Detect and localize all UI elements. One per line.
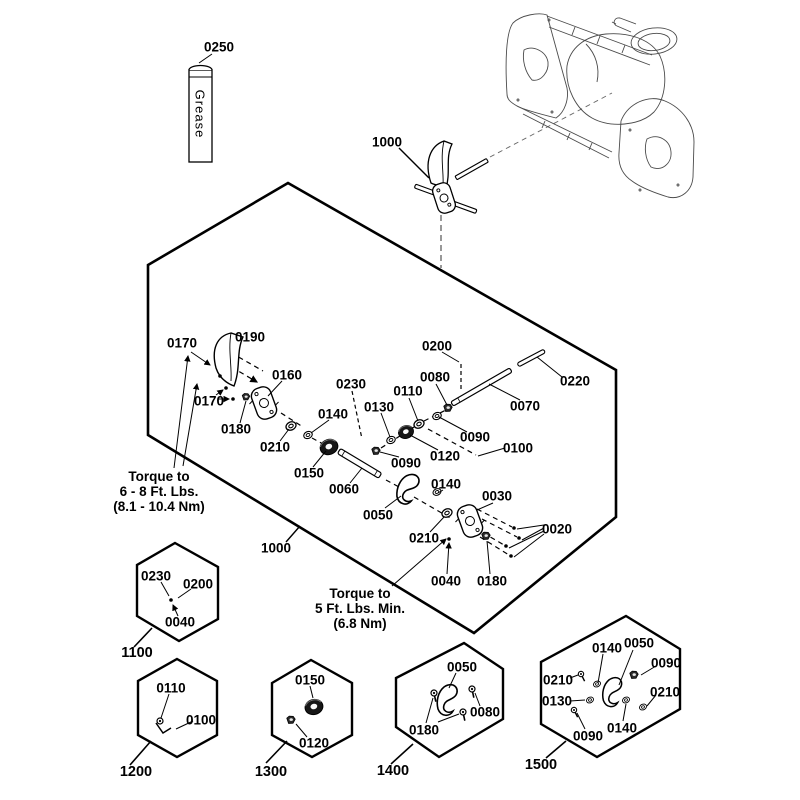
callout-1000-main: 1000 xyxy=(260,540,292,556)
callout-0140-a: 0140 xyxy=(317,406,349,422)
torque-note-left-line2: 6 - 8 Ft. Lbs. xyxy=(119,484,199,499)
torque-note-left-line1: Torque to xyxy=(128,469,190,484)
auger-assembly-icon xyxy=(414,140,489,268)
callout-0100: 0100 xyxy=(502,440,534,456)
callout-0050: 0050 xyxy=(362,507,394,523)
detail-view-1100-border xyxy=(135,541,220,643)
callout-1400-0080: 0080 xyxy=(469,704,501,720)
callout-0090-a: 0090 xyxy=(390,455,422,471)
pin-0220 xyxy=(517,349,546,367)
detail-view-label-1500: 1500 xyxy=(524,757,558,773)
grease-tube-label: Grease xyxy=(192,89,208,139)
callout-1100-0040: 0040 xyxy=(164,614,196,630)
callout-1400-0180: 0180 xyxy=(408,722,440,738)
gearbox-flange-0030 xyxy=(455,504,485,538)
callout-0170-a: 0170 xyxy=(166,335,198,351)
callout-0160: 0160 xyxy=(271,367,303,383)
detail-view-parts xyxy=(155,598,648,735)
callout-0120: 0120 xyxy=(429,448,461,464)
callout-0070: 0070 xyxy=(509,398,541,414)
detail-view-label-1200: 1200 xyxy=(119,764,153,780)
callout-1100-0230: 0230 xyxy=(140,568,172,584)
callout-0080: 0080 xyxy=(419,369,451,385)
detail-view-borders xyxy=(135,541,682,759)
callout-0090-b: 0090 xyxy=(459,429,491,445)
callout-1500-0140-a: 0140 xyxy=(591,640,623,656)
callout-0150: 0150 xyxy=(293,465,325,481)
callout-1500-0050: 0050 xyxy=(623,635,655,651)
callout-0180-b: 0180 xyxy=(476,573,508,589)
callout-1500-0210-b: 0210 xyxy=(649,684,681,700)
main-view-parts xyxy=(213,332,546,558)
callout-0060: 0060 xyxy=(328,481,360,497)
screw-0040 xyxy=(447,537,451,541)
torque-note-left-line3: (8.1 - 10.4 Nm) xyxy=(113,499,205,514)
auger-blade-0190 xyxy=(213,332,244,387)
torque-note-left: Torque to 6 - 8 Ft. Lbs. (8.1 - 10.4 Nm) xyxy=(113,469,205,514)
clip-0050 xyxy=(394,471,421,507)
detail-view-1300-border xyxy=(270,658,354,759)
washer-0210-2 xyxy=(439,506,455,520)
callout-0030: 0030 xyxy=(481,488,513,504)
nut-0090 xyxy=(371,446,381,455)
callout-1300-0120: 0120 xyxy=(298,735,330,751)
assembly-axis-lines xyxy=(215,347,518,556)
detail-view-1400-border xyxy=(394,641,505,759)
callout-0110: 0110 xyxy=(393,383,423,399)
torque-note-bottom: Torque to 5 Ft. Lbs. Min. (6.8 Nm) xyxy=(315,586,405,631)
washer-0130 xyxy=(385,434,397,446)
bearing-0150 xyxy=(317,436,341,458)
grease-tube-icon xyxy=(188,64,213,163)
callout-1400-0050: 0050 xyxy=(446,659,478,675)
detail-view-label-1400: 1400 xyxy=(376,763,410,779)
screw-0170-b xyxy=(231,397,235,401)
torque-note-bottom-line2: 5 Ft. Lbs. Min. xyxy=(315,601,405,616)
screw-0180 xyxy=(241,393,251,401)
callout-0180-a: 0180 xyxy=(220,421,252,437)
detail-view-1200-border xyxy=(136,657,219,759)
callout-0020: 0020 xyxy=(541,521,573,537)
shaft-0060 xyxy=(337,448,382,479)
leader-lines xyxy=(129,53,657,766)
callout-0040: 0040 xyxy=(430,573,462,589)
callout-1500-0090-a: 0090 xyxy=(650,655,682,671)
callout-1300-0150: 0150 xyxy=(294,672,326,688)
callout-1500-0210-a: 0210 xyxy=(542,672,574,688)
detail-view-1500-border xyxy=(539,614,682,759)
callout-0220: 0220 xyxy=(559,373,591,389)
torque-note-bottom-line3: (6.8 Nm) xyxy=(333,616,387,631)
callout-0230: 0230 xyxy=(335,376,367,392)
detail-view-label-1300: 1300 xyxy=(254,764,288,780)
nut-0180-2 xyxy=(481,531,491,540)
main-view-border xyxy=(146,181,618,635)
callout-0210-b: 0210 xyxy=(408,530,440,546)
washer-0210 xyxy=(283,419,299,433)
callout-0130: 0130 xyxy=(363,399,395,415)
callout-1500-0140-b: 0140 xyxy=(606,720,638,736)
shaft-0070 xyxy=(450,367,513,407)
detail-view-label-1100: 1100 xyxy=(121,645,153,661)
callout-1500-0130: 0130 xyxy=(541,693,573,709)
washer-0110 xyxy=(411,417,427,431)
callout-1000-top: 1000 xyxy=(371,134,403,150)
callout-0170-b: 0170 xyxy=(193,393,225,409)
callout-1500-0090-b: 0090 xyxy=(572,728,604,744)
screw-0170-a xyxy=(224,386,228,390)
callout-1200-0100: 0100 xyxy=(185,712,217,728)
callout-1200-0110: 0110 xyxy=(156,680,186,696)
callout-0200: 0200 xyxy=(421,338,453,354)
callout-0250: 0250 xyxy=(203,39,235,55)
nut-0080 xyxy=(443,403,453,412)
callout-0210-a: 0210 xyxy=(259,439,291,455)
callout-0190: 0190 xyxy=(234,329,266,345)
callout-0140-b: 0140 xyxy=(430,476,462,492)
torque-note-bottom-line1: Torque to xyxy=(329,586,391,601)
callout-1100-0200: 0200 xyxy=(182,576,214,592)
bearing-housing-0160 xyxy=(249,386,279,420)
bearing-0120 xyxy=(396,422,416,442)
snowblower-housing-icon xyxy=(489,13,695,199)
